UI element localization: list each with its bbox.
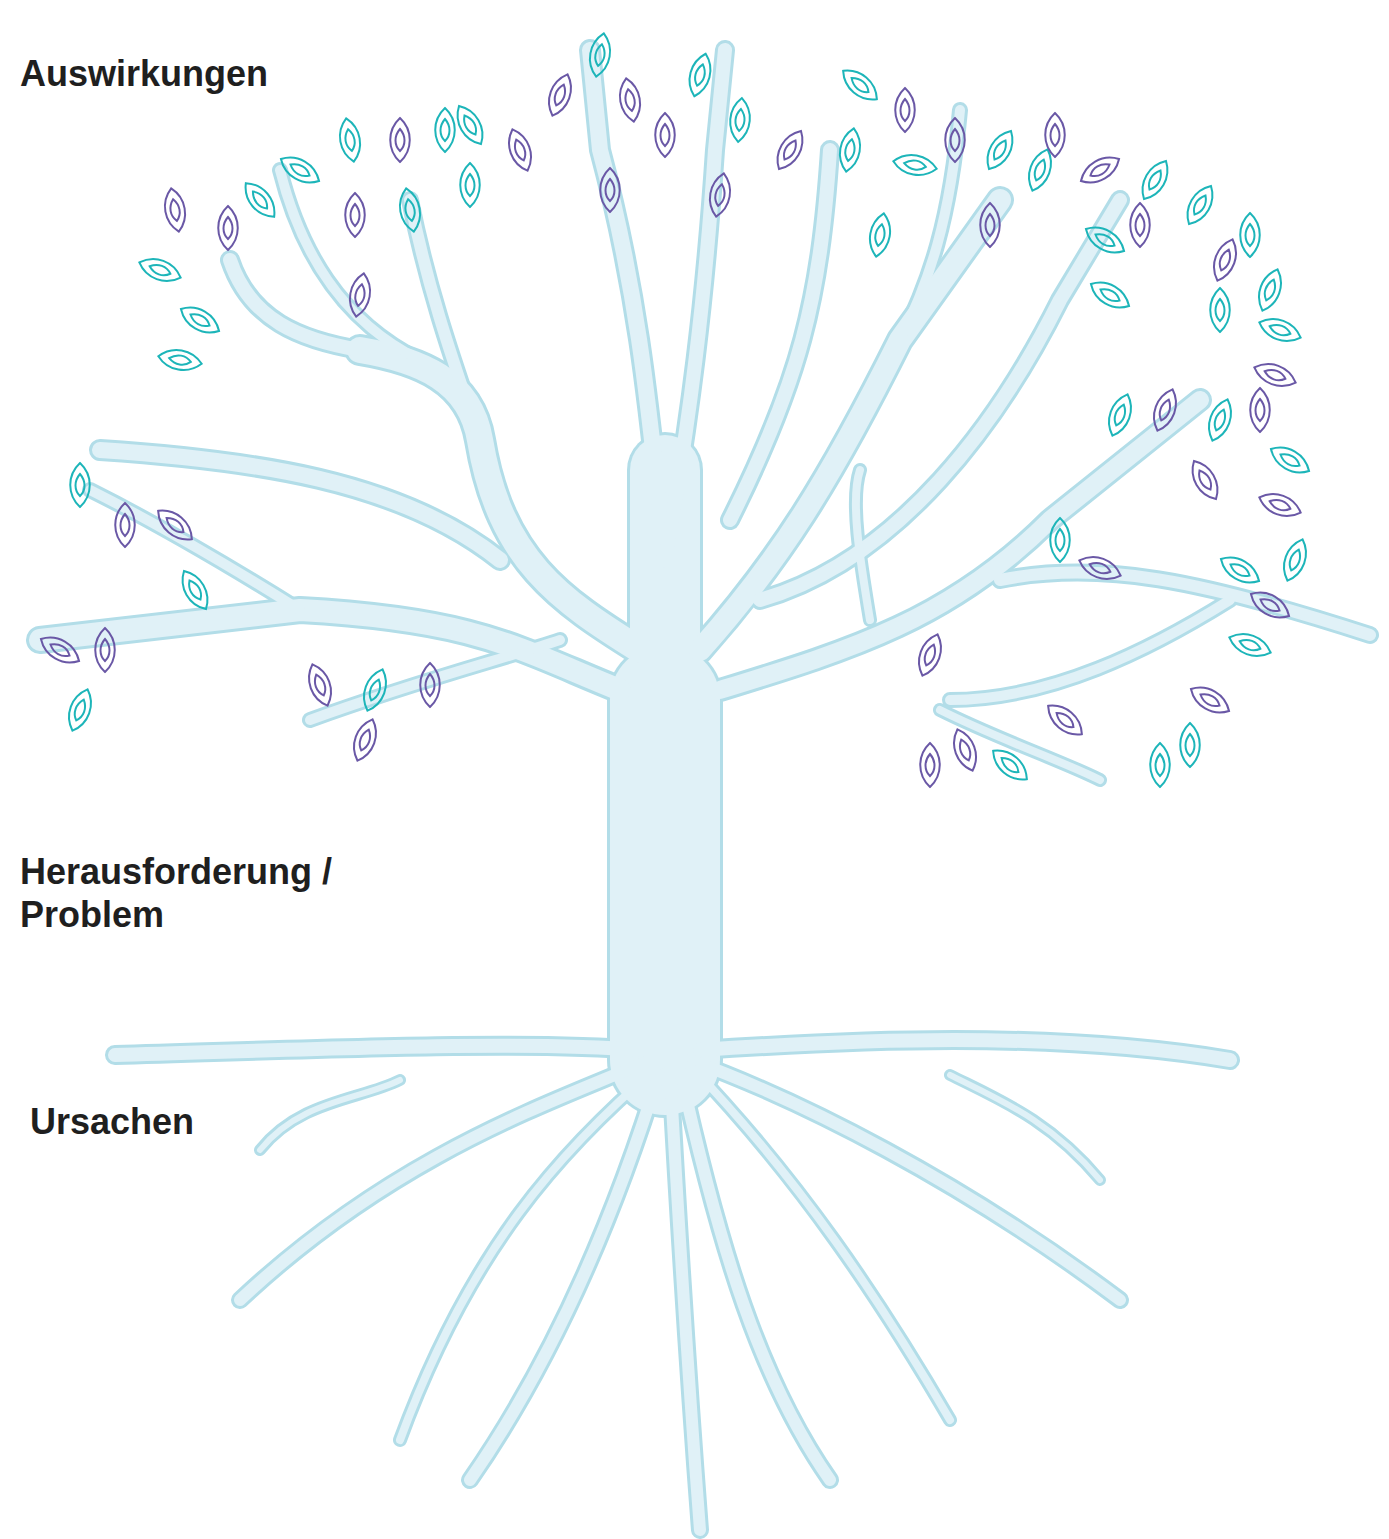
section-label: Herausforderung / Problem — [20, 850, 390, 936]
tree-outline — [40, 50, 1370, 1530]
section-label: Auswirkungen — [20, 52, 440, 95]
leaf-group — [36, 71, 1304, 787]
tree-fill — [40, 50, 1370, 1530]
leaf-group — [63, 32, 1314, 787]
section-label: Ursachen — [30, 1100, 410, 1143]
